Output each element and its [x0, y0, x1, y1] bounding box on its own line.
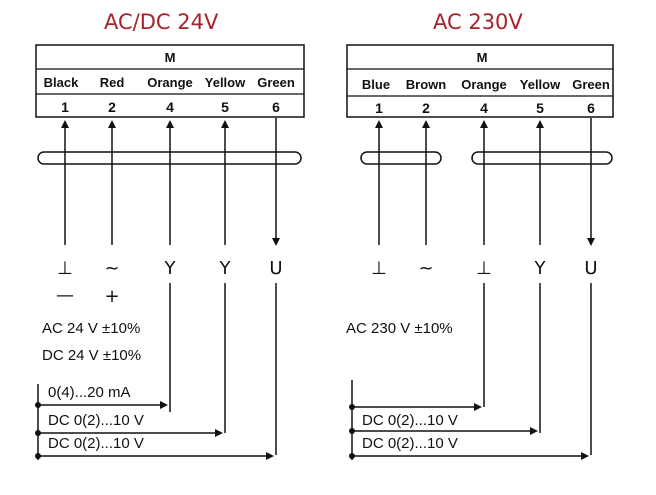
right-pin-number: 6: [587, 100, 595, 116]
signal-y-symbol: Y: [164, 258, 177, 279]
ground-symbol: ⊥: [57, 258, 73, 279]
right-wire-color: Brown: [406, 77, 447, 92]
plus-symbol: +: [104, 286, 119, 307]
left-wire-color: Black: [44, 75, 79, 90]
signal-label: DC 0(2)...10 V: [48, 435, 144, 452]
left-pin-number: 4: [166, 99, 174, 115]
feedback-u-symbol: U: [269, 258, 282, 279]
right-cable-sleeve-power: [360, 151, 442, 165]
right-cable-sleeve-signal: [471, 151, 613, 165]
signal-label: DC 0(2)...10 V: [362, 412, 458, 429]
left-signal-lines: [37, 384, 274, 460]
right-signal-drops: [483, 283, 592, 455]
right-pin-number: 5: [536, 100, 544, 116]
signal-y-symbol: Y: [534, 258, 547, 279]
signal-label: 0(4)...20 mA: [48, 384, 131, 401]
right-signal-nodes: [349, 404, 355, 459]
left-pin-number: 6: [272, 99, 280, 115]
left-pin-number: 2: [108, 99, 116, 115]
left-signal-drops: [169, 283, 277, 455]
left-pin-number: 1: [61, 99, 69, 115]
ground-symbol: ⊥: [371, 258, 387, 279]
left-wires: [61, 118, 280, 246]
right-wires: [375, 118, 595, 246]
right-motor-box: M Blue Brown Orange Yellow Green 1 2 4 5…: [346, 44, 614, 118]
right-wire-color: Green: [572, 77, 610, 92]
signal-label: DC 0(2)...10 V: [362, 435, 458, 452]
left-wire-color: Orange: [147, 75, 193, 90]
right-pin-number: 2: [422, 100, 430, 116]
left-wire-color: Green: [257, 75, 295, 90]
right-title: AC 230V: [433, 10, 523, 34]
right-wire-color: Orange: [461, 77, 507, 92]
ac-symbol: ~: [104, 258, 119, 279]
left-motor-label: M: [165, 50, 176, 65]
minus-symbol: —: [56, 285, 74, 306]
left-wire-color: Yellow: [205, 75, 246, 90]
left-wire-color: Red: [100, 75, 125, 90]
supply-spec: AC 230 V ±10%: [346, 320, 453, 337]
supply-spec: AC 24 V ±10%: [42, 320, 140, 337]
ac-symbol: ~: [418, 258, 433, 279]
right-motor-label: M: [477, 50, 488, 65]
left-pin-number: 5: [221, 99, 229, 115]
right-wire-color: Blue: [362, 77, 390, 92]
right-pin-number: 4: [480, 100, 488, 116]
right-pin-number: 1: [375, 100, 383, 116]
signal-y-symbol: Y: [219, 258, 232, 279]
ground-symbol: ⊥: [476, 258, 492, 279]
left-title: AC/DC 24V: [104, 10, 219, 34]
feedback-u-symbol: U: [584, 258, 597, 279]
supply-spec: DC 24 V ±10%: [42, 347, 141, 364]
right-wire-color: Yellow: [520, 77, 561, 92]
left-signal-nodes: [35, 402, 41, 459]
right-signal-lines: [351, 380, 589, 460]
signal-label: DC 0(2)...10 V: [48, 412, 144, 429]
left-motor-box: M Black Red Orange Yellow Green 1 2 4 5 …: [35, 44, 305, 118]
